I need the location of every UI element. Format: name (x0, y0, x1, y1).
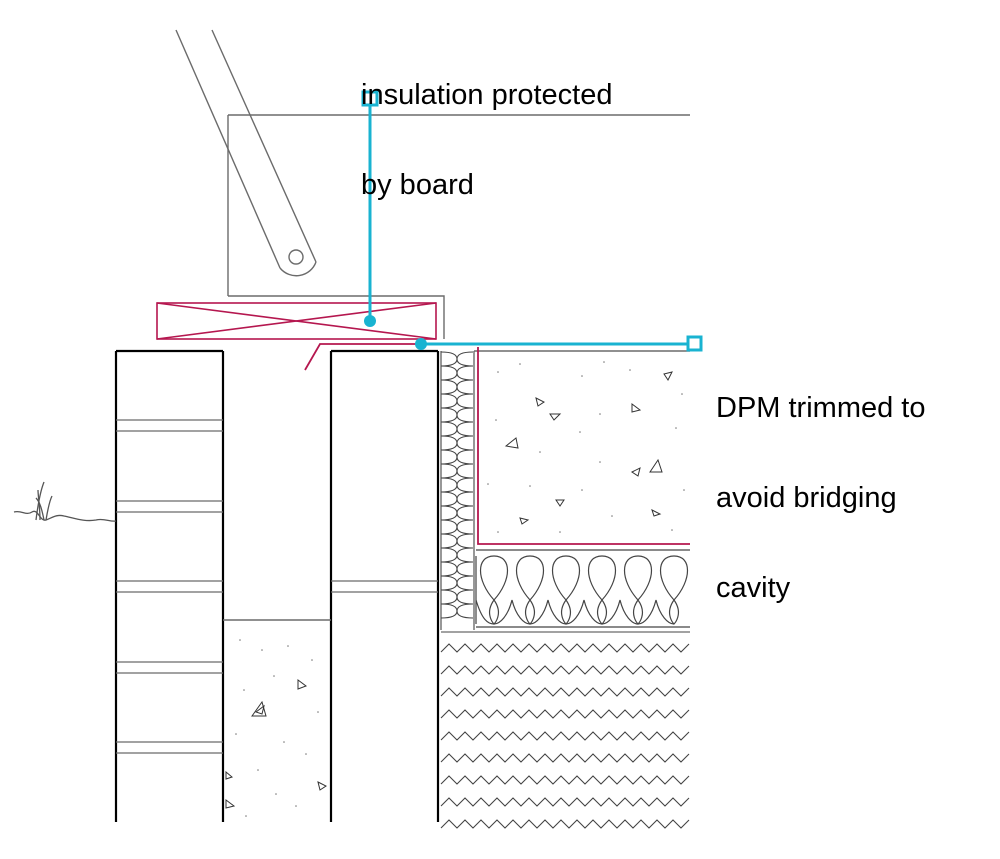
dpm-membrane (304, 343, 690, 545)
dpm-annotation-line-2: avoid bridging (716, 482, 897, 514)
threshold-insulation-board (156, 302, 437, 340)
floor-slab-concrete (474, 350, 690, 533)
cavity-fill-concrete (223, 619, 331, 817)
insulation-leader (361, 90, 379, 327)
dpm-leader (415, 335, 703, 352)
outer-brick-leaf (114, 349, 225, 822)
dpm-annotation-line-1: DPM trimmed to (716, 392, 926, 424)
dpm-annotation-line-3: cavity (716, 572, 791, 604)
cavity-wall-insulation (440, 351, 475, 630)
inner-block-leaf (329, 349, 440, 822)
door-frame-and-sash (175, 29, 690, 339)
floor-insulation (475, 549, 690, 628)
insulation-annotation-line-2: by board (361, 169, 474, 201)
ground-line (13, 481, 117, 522)
insulation-annotation-line-1: insulation protected (361, 79, 613, 111)
dpm-annotation: DPM trimmed to avoid bridging cavity (716, 333, 925, 633)
insulation-annotation: insulation protected by board (361, 20, 613, 230)
hardcore-fill (440, 631, 690, 829)
